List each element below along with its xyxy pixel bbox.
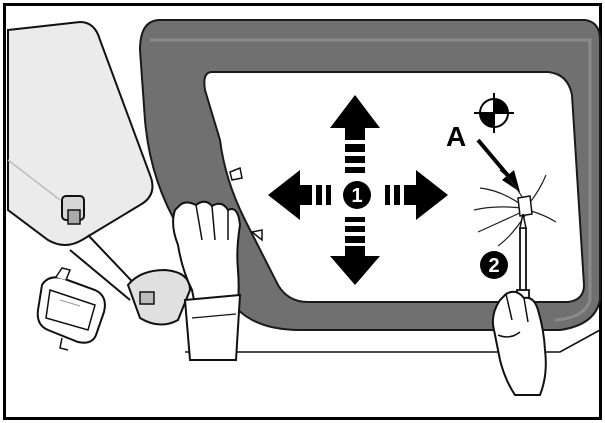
step-2-callout: 2 <box>480 251 508 279</box>
point-a-label: A <box>446 121 466 152</box>
step-2-label: 2 <box>488 255 499 277</box>
left-sleeve <box>185 295 240 360</box>
step-1-callout: 1 <box>343 181 371 209</box>
step-1-label: 1 <box>351 185 362 207</box>
headliner-clip-right <box>518 196 532 216</box>
